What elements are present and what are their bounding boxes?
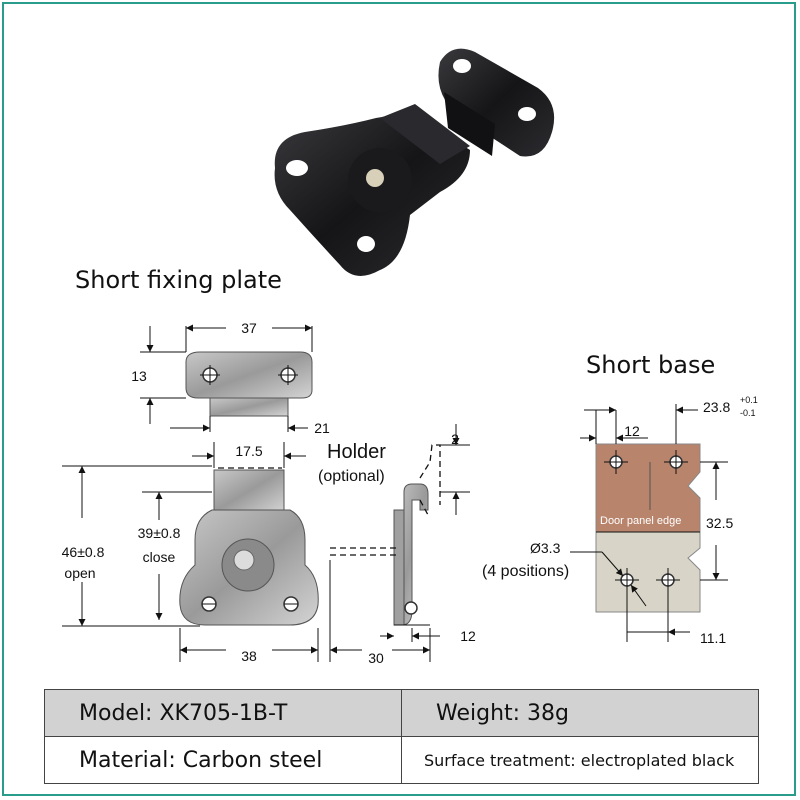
dim-plate-height: 13 <box>131 368 147 384</box>
door-panel-edge-label: Door panel edge <box>600 515 681 527</box>
spec-row: Material: Carbon steel Surface treatment… <box>44 736 759 784</box>
dim-base-tol-minus: -0.1 <box>740 408 756 418</box>
dim-body-width: 38 <box>241 648 257 664</box>
dim-open-label: open <box>64 565 95 581</box>
strike-plate <box>438 48 555 157</box>
dim-base-width: 23.8 <box>703 399 730 415</box>
dim-open-height: 46±0.8 <box>62 544 105 560</box>
dim-hole-count: (4 positions) <box>482 563 569 580</box>
latch-body <box>274 104 470 276</box>
base-view: Door panel edge <box>595 443 701 613</box>
dim-base-height: 32.5 <box>706 515 733 531</box>
dim-latch-top-width: 17.5 <box>235 443 262 459</box>
spec-surface: Surface treatment: electroplated black <box>401 736 759 784</box>
base-heading: Short base <box>586 351 715 379</box>
product-photo <box>274 48 555 276</box>
front-dimensions: 37 13 21 17.5 46±0.8 open 39±0.8 close <box>62 320 330 664</box>
dim-base-hole-spacing: 12 <box>624 423 640 439</box>
side-dimensions: Holder (optional) 2 30 12 <box>318 424 476 666</box>
dim-holder-gap: 2 <box>451 431 459 447</box>
dim-close-label: close <box>143 549 176 565</box>
spec-weight: Weight: 38g <box>401 689 759 737</box>
spec-row: Model: XK705-1B-T Weight: 38g <box>44 689 759 737</box>
side-view <box>330 444 441 626</box>
dim-base-bottom-width: 11.1 <box>700 630 726 646</box>
dim-close-height: 39±0.8 <box>138 525 181 541</box>
dim-side-depth: 30 <box>368 650 384 666</box>
spec-table: Model: XK705-1B-T Weight: 38g Material: … <box>44 689 759 784</box>
dim-hole-diameter: Ø3.3 <box>530 540 561 556</box>
dim-side-offset: 12 <box>460 628 476 644</box>
fixing-plate-heading: Short fixing plate <box>75 266 282 294</box>
dim-plate-width: 37 <box>241 320 257 336</box>
holder-label: Holder <box>327 441 386 463</box>
front-view <box>179 351 319 626</box>
holder-note: (optional) <box>318 468 385 485</box>
base-dimensions: 12 23.8 +0.1 -0.1 32.5 Ø3.3 (4 positions… <box>482 395 758 646</box>
dim-strike-width: 21 <box>314 420 330 436</box>
spec-material: Material: Carbon steel <box>44 736 402 784</box>
dim-base-tol-plus: +0.1 <box>740 395 758 405</box>
spec-model: Model: XK705-1B-T <box>44 689 402 737</box>
